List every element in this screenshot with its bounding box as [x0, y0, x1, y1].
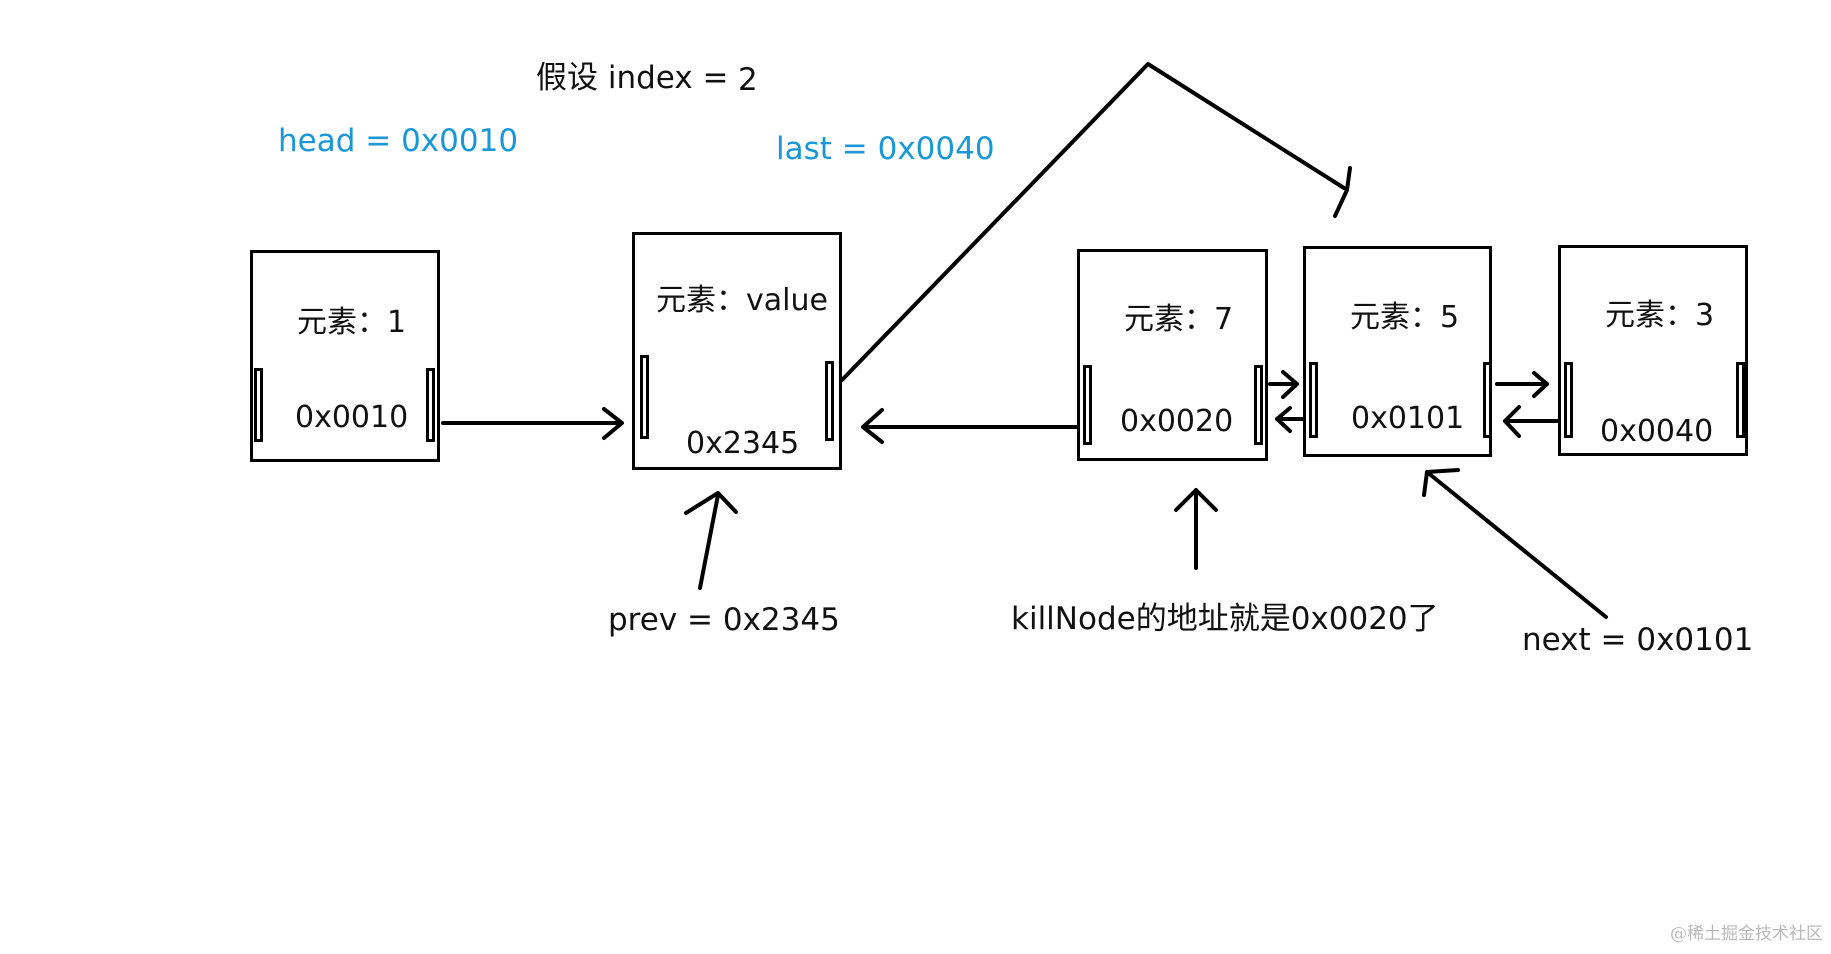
index-value: 2 [738, 62, 758, 98]
arrow-node1-to-node2 [441, 407, 624, 440]
node-4: 元素：5 0x0101 [1303, 246, 1492, 457]
arrow-node3-to-node4 [1268, 370, 1299, 399]
node-5: 元素：3 0x0040 [1558, 245, 1748, 456]
node-5-element: 元素：3 [1605, 298, 1715, 333]
arrow-killnode-pointer [1174, 488, 1218, 570]
node-3-next-pointer [1254, 365, 1263, 445]
last-label: last = 0x0040 [776, 131, 995, 167]
node-2-address: 0x2345 [686, 426, 800, 461]
node-2-element: 元素：value [656, 283, 828, 318]
node-3-prev-pointer [1083, 365, 1092, 445]
killnode-label: killNode的地址就是0x0020了 [1011, 601, 1439, 637]
arrow-redirect-node2-to-node4 [840, 62, 1352, 382]
node-3-element: 元素：7 [1124, 302, 1234, 337]
node-1-next-pointer [426, 368, 435, 442]
node-2: 元素：value 0x2345 [632, 232, 842, 470]
arrow-next-pointer [1422, 468, 1608, 619]
node-2-prev-pointer [640, 355, 649, 439]
node-4-address: 0x0101 [1351, 401, 1465, 436]
node-3-address: 0x0020 [1120, 404, 1234, 439]
watermark: @稀土掘金技术社区 [1670, 924, 1823, 944]
node-4-element: 元素：5 [1350, 300, 1460, 335]
arrow-prev-pointer [684, 491, 738, 590]
node-2-next-pointer [825, 361, 834, 441]
index-label: 假设 index = [536, 60, 729, 96]
arrow-node4-to-node5 [1495, 371, 1549, 398]
node-4-next-pointer [1483, 362, 1492, 438]
node-4-prev-pointer [1309, 362, 1318, 438]
arrow-node3-to-node2 [861, 408, 1079, 444]
prev-label: prev = 0x2345 [608, 602, 840, 638]
node-1-prev-pointer [254, 368, 263, 442]
node-1-address: 0x0010 [295, 400, 409, 435]
node-5-prev-pointer [1564, 362, 1573, 438]
node-1-element: 元素：1 [297, 305, 407, 340]
arrow-node5-to-node4 [1503, 405, 1560, 438]
node-5-address: 0x0040 [1600, 414, 1714, 449]
head-label: head = 0x0010 [278, 123, 519, 159]
next-label: next = 0x0101 [1522, 622, 1754, 658]
node-3: 元素：7 0x0020 [1077, 249, 1268, 461]
node-1: 元素：1 0x0010 [250, 250, 440, 462]
node-5-next-pointer [1736, 362, 1745, 438]
